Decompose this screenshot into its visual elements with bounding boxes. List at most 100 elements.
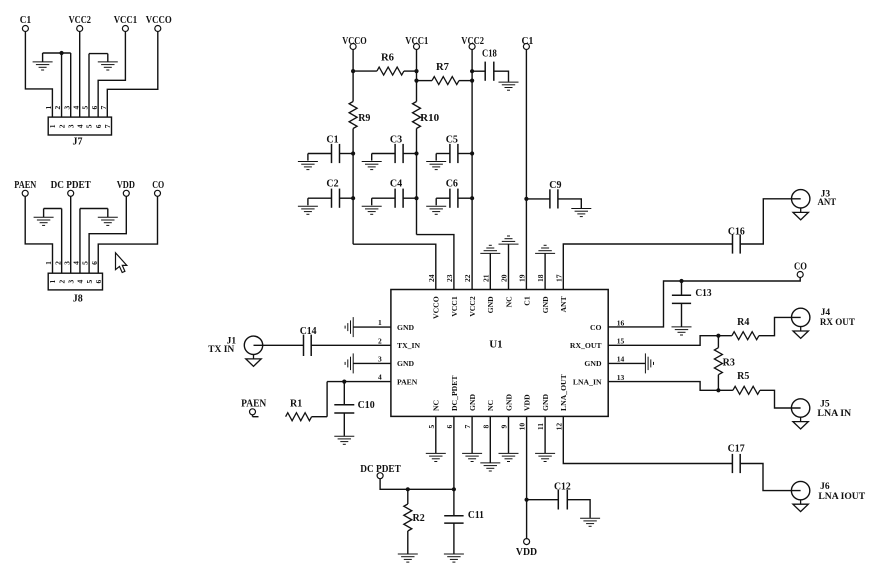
svg-text:J4: J4 [821,308,831,318]
svg-text:C18: C18 [482,48,497,59]
svg-text:2: 2 [378,336,382,345]
svg-text:VDD: VDD [516,547,537,558]
svg-text:24: 24 [427,274,436,282]
svg-text:C9: C9 [549,180,561,191]
svg-text:C17: C17 [728,444,745,455]
svg-text:DC PDET: DC PDET [51,180,91,191]
svg-text:VCCO: VCCO [432,296,441,319]
svg-text:14: 14 [617,355,625,364]
svg-text:R6: R6 [381,53,394,64]
svg-text:5: 5 [81,261,90,265]
svg-text:3: 3 [67,279,76,283]
svg-text:R10: R10 [420,113,439,124]
svg-text:R7: R7 [436,62,449,73]
svg-text:VCCO: VCCO [342,36,367,47]
svg-text:J8: J8 [73,294,83,305]
svg-text:C14: C14 [300,326,317,337]
svg-text:C3: C3 [390,134,402,145]
svg-text:10: 10 [518,423,527,431]
svg-text:TX_IN: TX_IN [397,341,421,350]
svg-text:8: 8 [481,424,490,428]
svg-text:17: 17 [554,274,563,282]
svg-text:LNA IN: LNA IN [817,409,851,419]
svg-text:18: 18 [536,274,545,282]
svg-text:C6: C6 [446,179,458,190]
svg-text:3: 3 [66,124,75,128]
svg-text:1: 1 [48,279,57,283]
svg-text:VCC2: VCC2 [468,296,477,317]
svg-text:3: 3 [378,355,382,364]
svg-text:VCC1: VCC1 [450,296,459,317]
svg-text:CO: CO [152,180,164,191]
svg-text:13: 13 [617,373,625,382]
svg-text:11: 11 [536,423,545,430]
svg-text:PAEN: PAEN [14,180,37,191]
svg-text:NC: NC [486,400,495,411]
svg-text:C1: C1 [523,296,532,306]
svg-text:3: 3 [62,105,71,109]
svg-text:7: 7 [103,124,112,128]
svg-text:GND: GND [504,393,513,411]
svg-text:5: 5 [85,124,94,128]
svg-text:RX_OUT: RX_OUT [570,341,602,350]
svg-text:GND: GND [541,393,550,411]
svg-text:3: 3 [62,261,71,265]
svg-text:C1: C1 [20,15,31,26]
svg-text:7: 7 [99,105,108,109]
svg-text:R5: R5 [737,371,749,382]
svg-text:1: 1 [48,124,57,128]
svg-text:C2: C2 [326,179,338,190]
svg-text:PAEN: PAEN [241,398,267,409]
svg-text:20: 20 [500,274,509,282]
svg-text:C10: C10 [358,400,375,411]
svg-text:4: 4 [378,373,382,382]
svg-text:J1: J1 [227,336,237,346]
svg-text:21: 21 [481,274,490,282]
svg-text:1: 1 [44,261,53,265]
svg-text:4: 4 [71,105,80,109]
svg-text:9: 9 [500,424,509,428]
svg-text:DC_PDET: DC_PDET [450,375,459,411]
svg-text:2: 2 [57,124,66,128]
svg-text:5: 5 [427,424,436,428]
svg-text:C11: C11 [468,510,484,521]
svg-text:6: 6 [90,261,99,265]
svg-text:R1: R1 [290,398,302,409]
svg-text:LNA IOUT: LNA IOUT [818,492,865,502]
svg-text:C16: C16 [728,226,745,237]
svg-text:R2: R2 [413,513,425,524]
svg-text:VCC2: VCC2 [461,36,484,47]
svg-text:VDD: VDD [523,394,532,411]
svg-text:15: 15 [617,337,625,346]
svg-text:GND: GND [584,359,602,368]
svg-text:2: 2 [57,279,66,283]
svg-text:C5: C5 [446,134,458,145]
svg-text:CO: CO [794,261,807,272]
svg-text:VCC2: VCC2 [69,15,91,26]
svg-text:16: 16 [617,318,625,327]
svg-text:J6: J6 [820,482,830,492]
svg-text:GND: GND [397,359,415,368]
svg-text:6: 6 [90,105,99,109]
svg-text:C4: C4 [390,179,402,190]
svg-text:J7: J7 [73,137,83,148]
svg-text:J3: J3 [821,190,831,200]
svg-text:GND: GND [486,296,495,314]
svg-text:GND: GND [541,296,550,314]
svg-text:NC: NC [432,400,441,411]
svg-text:12: 12 [554,423,563,431]
svg-text:LNA_IN: LNA_IN [573,377,602,386]
svg-text:NC: NC [504,296,513,307]
svg-text:ANT: ANT [818,198,837,208]
svg-text:5: 5 [81,105,90,109]
svg-text:4: 4 [72,261,81,265]
svg-text:5: 5 [85,279,94,283]
svg-text:VCCO: VCCO [146,15,172,26]
svg-text:DC PDET: DC PDET [360,464,401,475]
svg-text:U1: U1 [489,339,502,351]
svg-text:2: 2 [53,261,62,265]
svg-text:ANT: ANT [559,295,568,312]
svg-text:C1: C1 [326,134,338,145]
svg-text:22: 22 [463,274,472,282]
svg-text:J5: J5 [820,399,830,409]
